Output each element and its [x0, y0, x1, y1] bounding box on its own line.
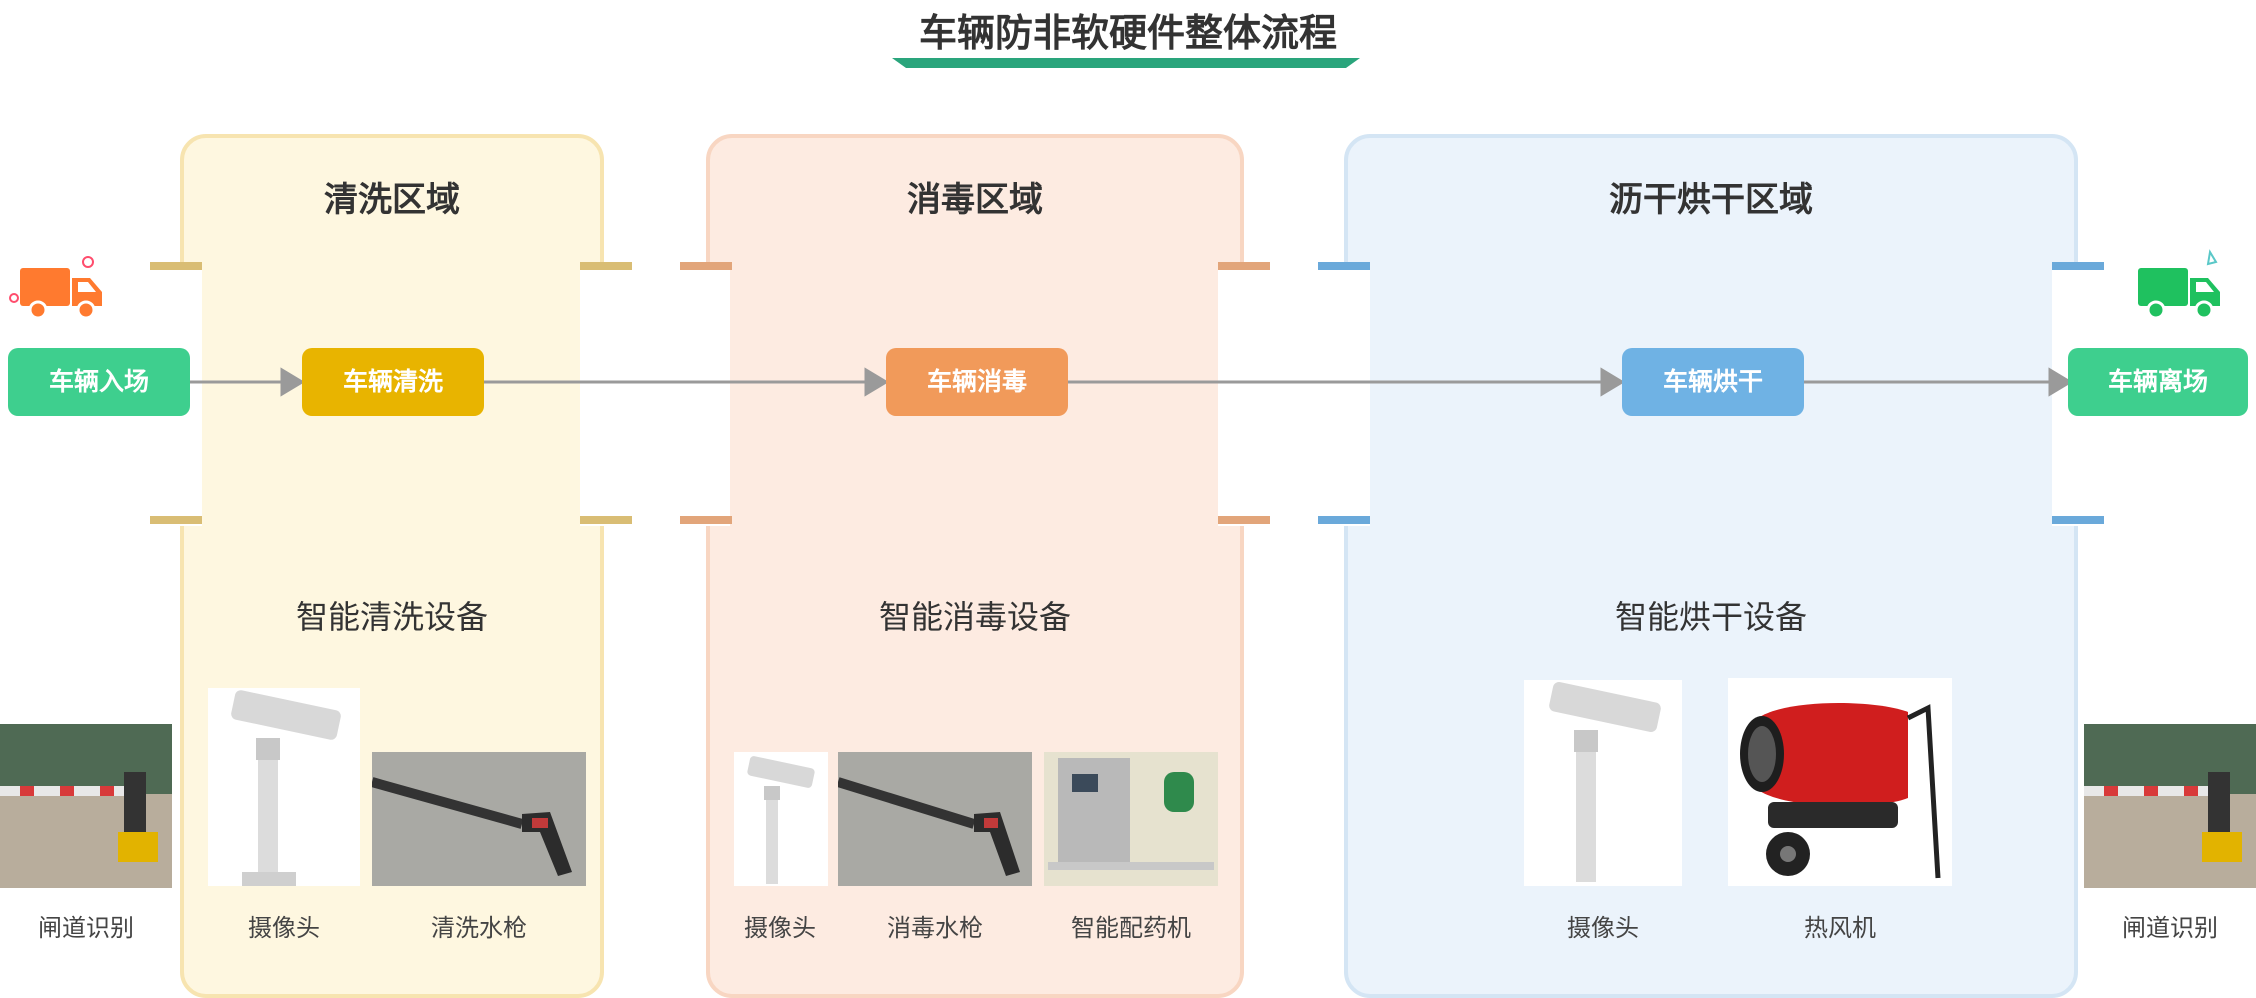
dosing-machine-image	[1044, 752, 1218, 886]
disinfect-devices-title: 智能消毒设备	[878, 598, 1071, 636]
disinfect-entry-gap	[702, 264, 730, 526]
tick	[580, 262, 632, 270]
arrowhead	[864, 367, 889, 397]
tick	[1218, 516, 1270, 524]
disinfect-gun-image	[838, 752, 1032, 886]
gate-label-out: 闸道识别	[2122, 914, 2218, 942]
tick	[580, 516, 632, 524]
gate-photo-in	[0, 724, 172, 888]
wash-device-label-gun: 清洗水枪	[431, 914, 527, 942]
disinfect-zone-title: 消毒区域	[907, 180, 1043, 220]
tick	[680, 262, 732, 270]
tick	[1218, 262, 1270, 270]
wash-device-label-camera: 摄像头	[248, 914, 320, 942]
disinfect-exit-gap	[1218, 264, 1248, 526]
disinfect-device-label-dosing: 智能配药机	[1071, 914, 1191, 942]
wash-node: 车辆清洗	[302, 348, 484, 416]
disinfect-device-label-gun: 消毒水枪	[887, 914, 983, 942]
truck-in-icon	[9, 256, 102, 320]
dry-devices-title: 智能烘干设备	[1614, 598, 1807, 636]
entry-node: 车辆入场	[8, 348, 190, 416]
tick	[2052, 262, 2104, 270]
wash-zone-title: 清洗区域	[324, 180, 460, 220]
arrowhead	[2048, 367, 2073, 397]
dry-device-label-heater: 热风机	[1804, 914, 1876, 942]
wash-gun-image	[372, 752, 586, 886]
camera-image-disinfect	[734, 752, 828, 886]
exit-node: 车辆离场	[2068, 348, 2248, 416]
tick	[1318, 516, 1370, 524]
tick	[680, 516, 732, 524]
camera-image-wash	[208, 688, 360, 886]
heater-image	[1728, 678, 1952, 886]
disinfect-device-label-camera: 摄像头	[744, 914, 816, 942]
dry-zone	[1344, 134, 2078, 998]
disinfect-node: 车辆消毒	[886, 348, 1068, 416]
wash-exit-gap	[580, 264, 608, 526]
tick	[1318, 262, 1370, 270]
dry-entry-gap	[1340, 264, 1370, 526]
wash-devices-title: 智能清洗设备	[295, 598, 488, 636]
truck-out-icon	[2138, 249, 2220, 320]
arrowhead	[1600, 367, 1625, 397]
gate-label-in: 闸道识别	[38, 914, 134, 942]
tick	[2052, 516, 2104, 524]
arrowhead	[280, 367, 305, 397]
page-title: 车辆防非软硬件整体流程	[918, 11, 1337, 55]
dry-zone-title: 沥干烘干区域	[1609, 180, 1813, 220]
tick	[150, 262, 202, 270]
camera-image-dry	[1524, 680, 1682, 886]
tick	[150, 516, 202, 524]
dry-node: 车辆烘干	[1622, 348, 1804, 416]
dry-device-label-camera: 摄像头	[1567, 914, 1639, 942]
title-underline	[892, 58, 1360, 68]
gate-photo-out	[2084, 724, 2256, 888]
